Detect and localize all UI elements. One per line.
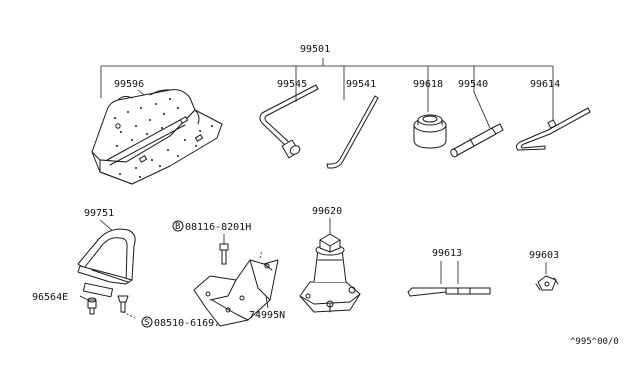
bolt-b	[219, 243, 229, 265]
jack	[299, 233, 361, 313]
screw-s	[117, 295, 129, 313]
label-bolt-b-prefix: B	[175, 222, 180, 232]
label-bracket: 74995N	[249, 310, 285, 321]
label-strap: 99751	[84, 208, 114, 219]
socket	[413, 114, 447, 149]
handle-hook	[515, 107, 591, 151]
label-screw-s: 08510-61697	[154, 318, 220, 329]
screw-s-badge	[141, 316, 153, 328]
label-nut: 96564E	[32, 292, 68, 303]
bar-straight	[326, 95, 379, 169]
nut	[87, 297, 97, 315]
label-socket: 99618	[413, 79, 443, 90]
label-jack: 99620	[312, 206, 342, 217]
wrench-bent	[259, 84, 319, 159]
rod-set	[407, 287, 491, 297]
label-bolt-b: 08116-8201H	[185, 222, 251, 233]
strap	[77, 228, 136, 298]
drawing-code: ^995^00/0	[570, 337, 619, 347]
assembly-bracket-lines	[100, 58, 554, 98]
label-tool-bag: 99596	[114, 79, 144, 90]
label-assembly: 99501	[300, 44, 330, 55]
extension	[450, 123, 504, 158]
label-screw-s-prefix: S	[144, 318, 149, 328]
label-wrench-bent: 99545	[277, 79, 307, 90]
label-rod-set: 99613	[432, 248, 462, 259]
clip	[535, 275, 559, 291]
label-extension: 99540	[458, 79, 488, 90]
label-bar-straight: 99541	[346, 79, 376, 90]
bolt-b-badge	[172, 220, 184, 232]
label-handle-hook: 99614	[530, 79, 560, 90]
label-clip: 99603	[529, 250, 559, 261]
tool-bag	[91, 89, 223, 185]
bracket	[193, 259, 279, 327]
